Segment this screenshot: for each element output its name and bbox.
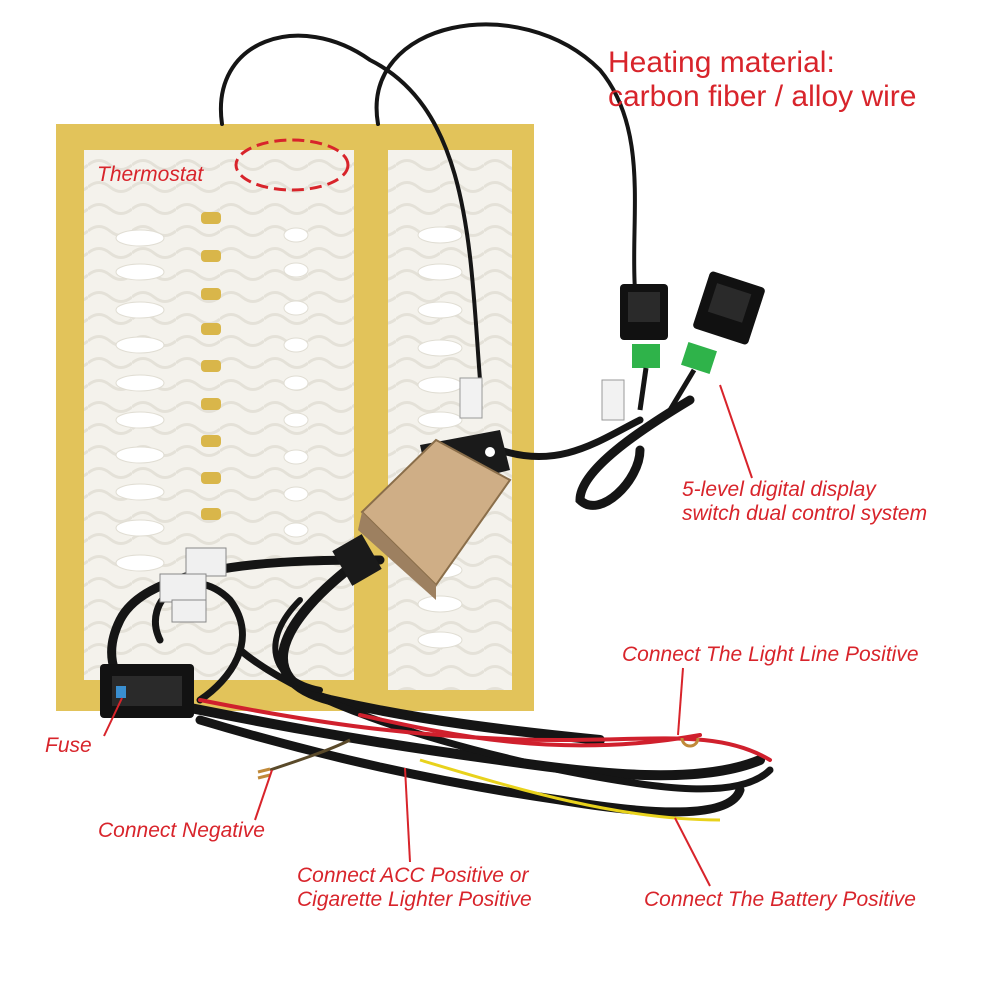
switch-left	[620, 284, 668, 411]
thermostat-marker	[234, 138, 350, 192]
negative-wire	[269, 738, 351, 772]
heating-pad-left	[56, 124, 381, 711]
switch-right	[667, 271, 765, 412]
ring-terminal-negative	[257, 767, 271, 780]
negative-label: Connect Negative	[98, 819, 265, 842]
switch-label-line-1: 5-level digital display	[682, 478, 876, 501]
heading-line-1: Heating material:	[608, 46, 835, 79]
thermostat-label: Thermostat	[97, 163, 204, 186]
red-wire	[198, 698, 772, 762]
light-line-label: Connect The Light Line Positive	[622, 643, 919, 666]
controller-module	[332, 430, 512, 600]
battery-label: Connect The Battery Positive	[644, 888, 916, 911]
heating-pad-right	[364, 124, 534, 711]
pad-lead-wires	[218, 22, 637, 382]
acc-label-line-2: Cigarette Lighter Positive	[297, 888, 532, 911]
wiring-harness	[107, 395, 774, 817]
fuse-box	[100, 664, 194, 718]
annotation-pointers	[103, 384, 753, 887]
ring-terminal-light	[680, 737, 700, 748]
heading-line-2: carbon fiber / alloy wire	[608, 80, 917, 113]
fuse-label: Fuse	[45, 734, 92, 757]
white-connectors	[159, 547, 227, 623]
yellow-wire	[419, 758, 721, 822]
switch-label-line-2: switch dual control system	[682, 502, 928, 525]
acc-label-line-1: Connect ACC Positive or	[297, 864, 529, 887]
lead-plugs	[459, 377, 625, 421]
